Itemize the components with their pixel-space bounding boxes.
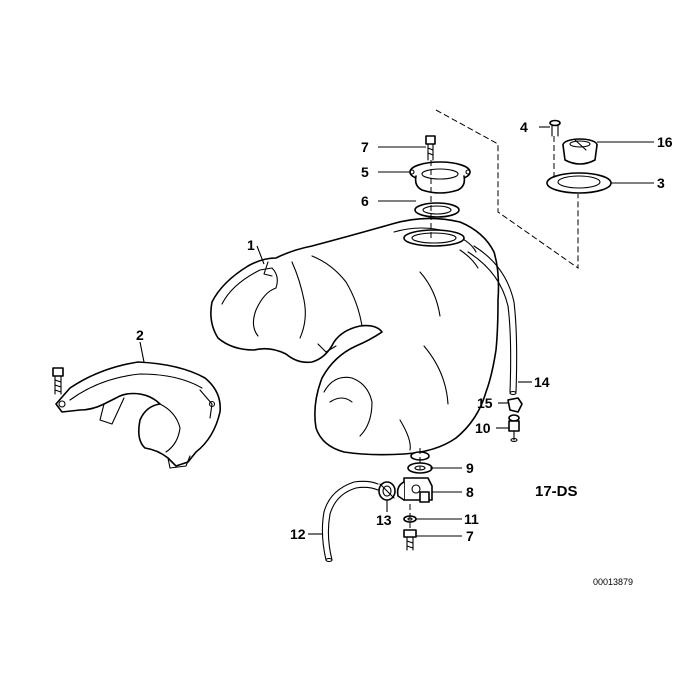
- filler-ring-part: [546, 172, 612, 194]
- hose-clamp-icon: [378, 481, 396, 501]
- bolt-10-icon: [508, 414, 520, 443]
- label-screw-right: 4: [520, 119, 528, 135]
- label-washer: 11: [464, 511, 479, 527]
- leader-lines: [139, 126, 654, 537]
- gasket-icon: [414, 202, 460, 218]
- top-screw-icon: [425, 135, 436, 161]
- label-ring-right: 3: [657, 175, 665, 191]
- label-hose: 12: [290, 526, 306, 542]
- fuel-tank-part: [210, 217, 500, 456]
- right-screw-icon: [549, 119, 561, 137]
- label-clip: 15: [477, 395, 493, 411]
- filler-cap-part: [562, 138, 598, 165]
- assembly-lines: [409, 109, 579, 530]
- cover-bolt-icon: [52, 367, 64, 395]
- label-flange: 5: [361, 164, 369, 180]
- label-tap: 8: [466, 484, 474, 500]
- label-screw-top: 7: [361, 139, 369, 155]
- fuel-tap-part: [396, 477, 433, 503]
- label-screw-bottom: 7: [466, 528, 474, 544]
- label-clamp: 13: [376, 512, 392, 528]
- label-bolt-10: 10: [475, 420, 491, 436]
- fuel-hose-part: [321, 480, 379, 563]
- filler-flange-part: [409, 161, 471, 194]
- clip-icon: [507, 397, 523, 413]
- diagram-code: 17-DS: [535, 483, 578, 500]
- bottom-bolt-icon: [403, 529, 417, 551]
- tank-cover-part: [55, 361, 222, 469]
- label-vent-hose: 14: [534, 374, 550, 390]
- label-cap: 16: [657, 134, 673, 150]
- label-tank: 1: [247, 237, 255, 253]
- label-cover: 2: [136, 327, 144, 343]
- label-gasket: 6: [361, 193, 369, 209]
- vent-hose-part: [467, 245, 518, 396]
- reference-number: 00013879: [593, 577, 633, 587]
- label-o-ring: 9: [466, 460, 474, 476]
